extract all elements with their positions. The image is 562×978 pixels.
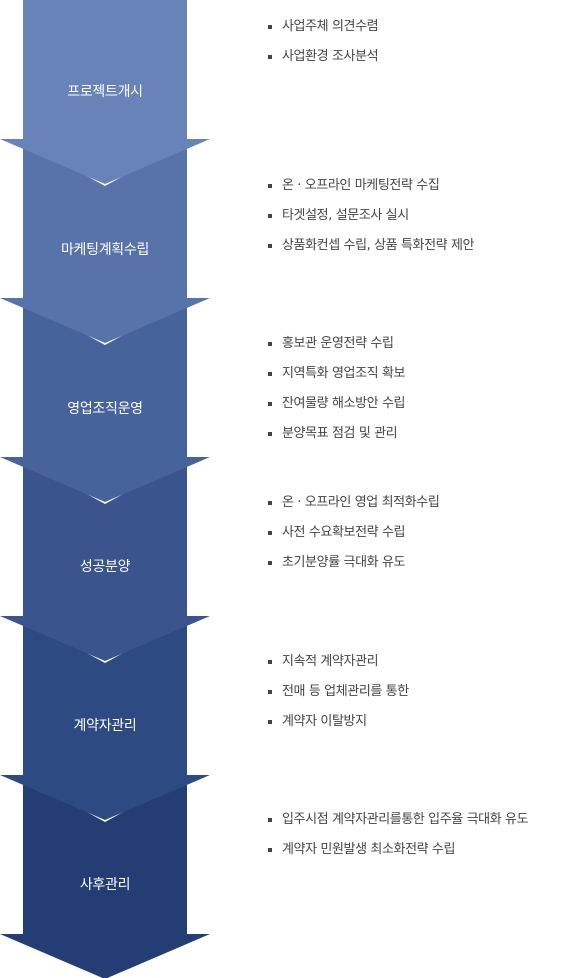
stage-4-items: 온 · 오프라인 영업 최적화수립 사전 수요확보전략 수립 초기분양률 극대화…: [268, 493, 440, 583]
list-item: 전매 등 업체관리를 통한: [268, 682, 409, 712]
list-item: 타겟설정, 설문조사 실시: [268, 206, 474, 236]
stage-1-title: 프로젝트개시: [67, 84, 143, 100]
bullet-icon: [268, 690, 272, 694]
list-item: 잔여물량 해소방안 수립: [268, 394, 405, 424]
bullet-icon: [268, 531, 272, 535]
stage-3-title: 영업조직운영: [67, 401, 143, 417]
stage-2-items: 온 · 오프라인 마케팅전략 수집 타겟설정, 설문조사 실시 상품화컨셉 수립…: [268, 176, 474, 266]
bullet-icon: [268, 55, 272, 59]
chevron-arrow-shape-5: [0, 618, 210, 820]
chevron-arrow-shape-2: [0, 141, 210, 343]
process-flow-arrows: [0, 0, 210, 978]
list-item: 지역특화 영업조직 확보: [268, 364, 405, 394]
list-item: 홍보관 운영전략 수립: [268, 334, 405, 364]
list-item: 온 · 오프라인 마케팅전략 수집: [268, 176, 474, 206]
bullet-icon: [268, 342, 272, 346]
bullet-icon: [268, 818, 272, 822]
list-item: 온 · 오프라인 영업 최적화수립: [268, 493, 440, 523]
bullet-icon: [268, 561, 272, 565]
list-item: 초기분양률 극대화 유도: [268, 553, 439, 583]
list-item: 사업주체 의견수렴: [268, 17, 379, 47]
stage-6-items: 입주시점 계약자관리를통한 입주율 극대화 유도 계약자 민원발생 최소화전략 …: [268, 810, 529, 870]
stage-5-title: 계약자관리: [73, 718, 137, 734]
bullet-icon: [268, 432, 272, 436]
list-item: 입주시점 계약자관리를통한 입주율 극대화 유도: [268, 810, 529, 840]
bullet-icon: [268, 720, 272, 724]
stage-1-items: 사업주체 의견수렴 사업환경 조사분석: [268, 17, 379, 77]
chevron-arrow-shape-6: [0, 777, 210, 978]
bullet-icon: [268, 402, 272, 406]
bullet-icon: [268, 184, 272, 188]
bullet-icon: [268, 660, 272, 664]
list-item: 사업환경 조사분석: [268, 47, 379, 77]
stage-5-items: 지속적 계약자관리 전매 등 업체관리를 통한 계약자 이탈방지: [268, 652, 409, 742]
stage-6-title: 사후관리: [79, 877, 131, 893]
chevron-arrow-shape-1: [0, 0, 210, 184]
list-item: 계약자 민원발생 최소화전략 수립: [268, 840, 528, 870]
chevron-arrow-shape-4: [0, 459, 210, 661]
list-item: 계약자 이탈방지: [268, 712, 409, 742]
bullet-icon: [268, 25, 272, 29]
list-item: 상품화컨셉 수립, 상품 특화전략 제안: [268, 236, 474, 266]
chevron-arrow-shape-3: [0, 300, 210, 502]
bullet-icon: [268, 372, 272, 376]
list-item: 분양목표 점검 및 관리: [268, 424, 405, 454]
stage-3-items: 홍보관 운영전략 수립 지역특화 영업조직 확보 잔여물량 해소방안 수립 분양…: [268, 334, 405, 454]
stage-4-title: 성공분양: [79, 559, 131, 575]
bullet-icon: [268, 214, 272, 218]
bullet-icon: [268, 501, 272, 505]
bullet-icon: [268, 848, 272, 852]
stage-2-title: 마케팅계획수립: [60, 242, 150, 258]
list-item: 지속적 계약자관리: [268, 652, 409, 682]
list-item: 사전 수요확보전략 수립: [268, 523, 439, 553]
bullet-icon: [268, 244, 272, 248]
